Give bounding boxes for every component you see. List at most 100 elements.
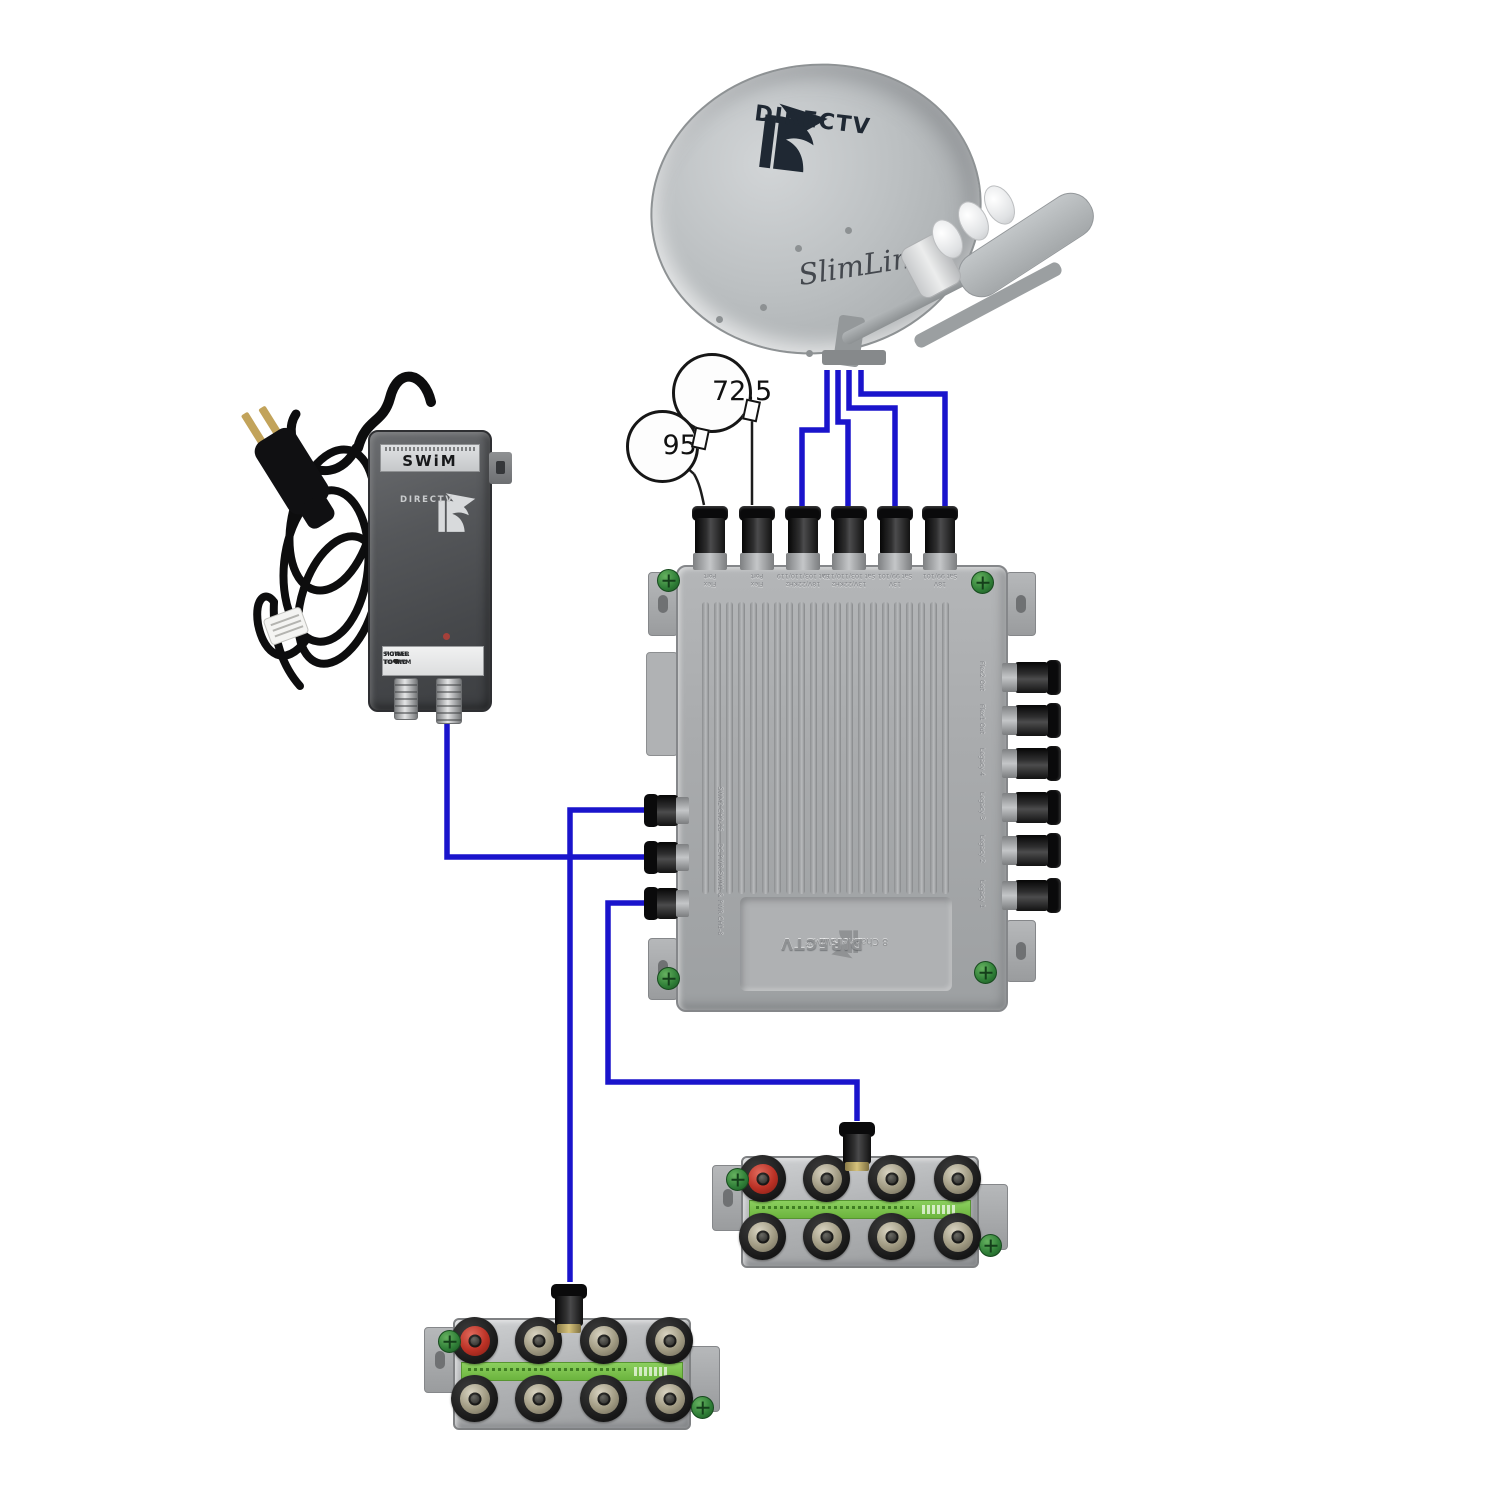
aux-dish-95: 95 — [626, 410, 699, 483]
connector-bas — [923, 553, 957, 570]
dish-rivet — [806, 350, 813, 357]
connector-rng — [845, 1162, 869, 1171]
aux-dish-72-label: 72.5 — [712, 375, 773, 407]
coax-side-connector — [644, 841, 689, 874]
heatsink-rib — [750, 602, 757, 894]
connector-bod — [555, 1296, 583, 1326]
heatsink-rib — [774, 602, 781, 894]
left-port-label: SWM1 & PWR CH1-8 — [716, 871, 723, 936]
mounting-screw — [691, 1396, 714, 1419]
splitter-label-strip — [461, 1362, 683, 1381]
coax-input-connector — [692, 506, 728, 570]
coax-input-connector — [831, 506, 867, 570]
mounting-screw — [726, 1168, 749, 1191]
heatsink-rib — [870, 602, 877, 894]
connector-cap — [1046, 660, 1061, 695]
coax-side-connector — [644, 887, 689, 920]
connector-bas — [693, 553, 727, 570]
connector-bas — [1002, 749, 1017, 778]
dish-rivet — [795, 245, 802, 252]
signal-to-ird-connector — [394, 678, 418, 720]
heatsink-rib — [726, 602, 733, 894]
coax-port — [515, 1317, 562, 1364]
connector-bod — [1015, 835, 1048, 866]
connector-bod — [1015, 792, 1048, 823]
dish-rivet — [716, 316, 723, 323]
aux-feed-95 — [692, 473, 706, 506]
coax-port — [803, 1213, 850, 1260]
coax-port — [739, 1213, 786, 1260]
connector-cap — [644, 841, 659, 874]
connector-bod — [657, 842, 678, 873]
connector-bod — [1015, 748, 1048, 779]
wire-swm1-to-splitter1 — [605, 900, 860, 1121]
coax-output-connector — [1002, 746, 1061, 781]
connector-cap — [922, 506, 958, 521]
dish-mount-foot — [822, 350, 886, 365]
heatsink-rib — [702, 602, 709, 894]
connector-bas — [1002, 881, 1017, 910]
connector-cap — [1046, 878, 1061, 913]
connector-cap — [877, 506, 913, 521]
coax-input-connector — [922, 506, 958, 570]
wire-dish-to-port5 — [846, 370, 898, 506]
connector-cap — [1046, 703, 1061, 738]
mounting-screw — [438, 1330, 461, 1353]
heatsink-rib — [930, 602, 937, 894]
coax-port — [580, 1375, 627, 1422]
heatsink-ribs — [702, 602, 954, 894]
coax-input-connector — [877, 506, 913, 570]
brand-row: DIRECTV — [780, 929, 863, 959]
mounting-tab — [1006, 572, 1036, 636]
connector-bod — [742, 518, 772, 555]
splitter-label-strip — [749, 1200, 971, 1219]
coax-output-connector — [1002, 790, 1061, 825]
coax-port — [646, 1375, 693, 1422]
connector-cap — [692, 506, 728, 521]
wire-dish-to-port6 — [858, 370, 948, 506]
power-inserter-port-labels: SIGNAL TO IRD POWER TO SWM — [382, 646, 484, 676]
connector-bod — [1015, 880, 1048, 911]
dish-rivet — [760, 304, 767, 311]
connector-bod — [695, 518, 725, 555]
connector-bod — [1015, 662, 1048, 693]
connector-cap — [785, 506, 821, 521]
connector-bod — [843, 1134, 871, 1164]
directv-cyclone-icon — [831, 930, 858, 959]
connector-cap — [839, 1122, 875, 1137]
connector-bas — [676, 844, 689, 871]
heatsink-rib — [918, 602, 925, 894]
coax-port — [646, 1317, 693, 1364]
heatsink-rib — [798, 602, 805, 894]
branding-upside-down: DIRECTV 8 Channel SWM™ — [740, 897, 952, 991]
coax-port — [868, 1213, 915, 1260]
coax-output-connector — [1002, 660, 1061, 695]
coax-output-connector — [1002, 833, 1061, 868]
connector-bod — [925, 518, 955, 555]
connector-bas — [1002, 836, 1017, 865]
connector-cap — [739, 506, 775, 521]
connector-bas — [676, 890, 689, 917]
power-to-swm-connector — [436, 678, 462, 724]
directv-cyclone-icon — [438, 493, 476, 532]
wire-powerinserter-to-dcpwr — [444, 724, 646, 860]
dish-rivet — [845, 227, 852, 234]
mounting-screw — [657, 967, 680, 990]
multiswitch-branding-panel: DIRECTV 8 Channel SWM™ — [740, 897, 952, 991]
splitter-input-connector — [551, 1284, 587, 1336]
swm-label: SWiM — [402, 452, 458, 470]
connector-bas — [878, 553, 912, 570]
connector-bod — [1015, 705, 1048, 736]
splitter-input-connector — [839, 1122, 875, 1174]
connector-bod — [834, 518, 864, 555]
connector-cap — [644, 794, 659, 827]
mounting-bracket — [489, 452, 512, 484]
connector-bas — [1002, 706, 1017, 735]
multiswitch-model-text: 8 Channel SWM™ — [803, 936, 889, 948]
tab-hole — [1016, 942, 1026, 960]
coax-port — [580, 1317, 627, 1364]
power-plug — [241, 406, 335, 529]
bracket-hole — [496, 461, 505, 474]
connector-bas — [740, 553, 774, 570]
